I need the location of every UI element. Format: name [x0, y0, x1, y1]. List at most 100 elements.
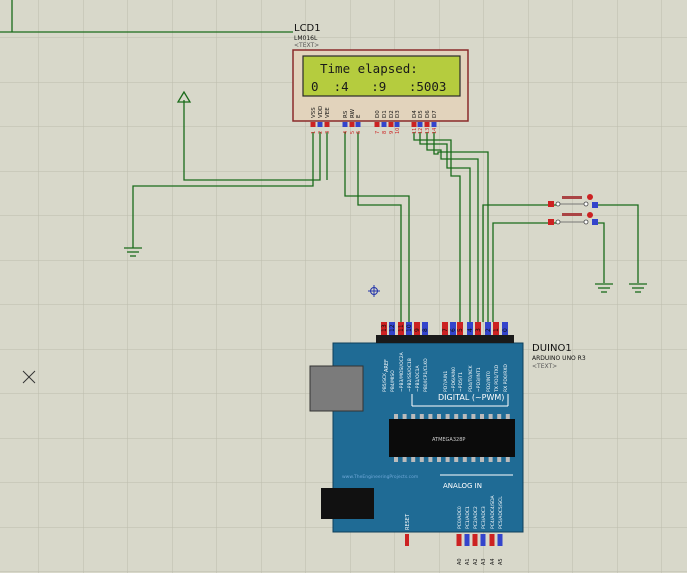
wire-button2-ground	[597, 222, 605, 283]
wire-frame	[0, 0, 293, 33]
analog-pin	[456, 534, 462, 546]
arduino-pin-name: ~PB2/SS/OC1B	[407, 358, 413, 392]
arduino-pin-name: PD7/AIN1	[443, 371, 449, 392]
arduino-pin-name: ~PB3/MOSI/OC2A	[399, 351, 405, 392]
wires	[0, 0, 639, 322]
arduino-pin-number: 1	[493, 328, 500, 332]
lcd-pin	[374, 122, 380, 127]
analog-pin-name: PC0/ADC0	[457, 506, 463, 529]
lcd-component[interactable]: LCD1 LM016L <TEXT> Time elapsed: 0 :4 :9…	[292, 23, 469, 134]
arduino-digital-pin	[475, 322, 481, 335]
analog-pin-number: A2	[473, 558, 479, 565]
analog-pin	[489, 534, 495, 546]
lcd-pin	[349, 122, 355, 127]
arduino-component[interactable]: DUINO1 ARDUINO UNO R3 <TEXT> ATMEGA328P …	[309, 322, 586, 565]
arduino-digital-pin	[442, 322, 448, 335]
arduino-digital-pin	[398, 322, 404, 335]
lcd-pin-number: 14	[432, 128, 438, 134]
arduino-ref-label: DUINO1	[532, 343, 572, 354]
digital-pwm-label: DIGITAL (~PWM)	[438, 393, 504, 402]
lcd-pin-number: 4	[343, 131, 349, 134]
lcd-pin	[388, 122, 394, 127]
arduino-pin-name: ~PD3/INT1	[476, 367, 482, 392]
arduino-pin-number: 2	[485, 328, 492, 332]
arduino-pin-number: 9	[414, 328, 421, 332]
wire-rs	[344, 132, 410, 322]
chip-label: ATMEGA328P	[432, 437, 465, 443]
lcd-pin	[424, 122, 430, 127]
ground-symbol-left	[124, 247, 142, 257]
chip-legs	[394, 414, 510, 462]
arduino-digital-pin	[422, 322, 428, 335]
lcd-pin-number: 9	[389, 131, 395, 134]
lcd-pin	[355, 122, 361, 127]
lcd-pin-name: RS	[343, 110, 349, 118]
arduino-pin-number: 3	[475, 328, 482, 332]
lcd-part-label: LM016L	[294, 35, 318, 42]
reset-label: RESET	[405, 513, 411, 530]
arduino-digital-pin	[414, 322, 420, 335]
lcd-pin	[310, 122, 316, 127]
analog-pin-number: A1	[465, 558, 471, 565]
lcd-pin-name: D0	[375, 110, 381, 118]
lcd-pin-number: 1	[311, 131, 317, 134]
arduino-digital-pin	[493, 322, 499, 335]
lcd-pin-name: D5	[418, 110, 424, 118]
arduino-pin-name: PB4/MISO	[390, 370, 396, 392]
wire-button1	[482, 204, 558, 322]
lcd-screen	[302, 55, 461, 97]
aref-label: AREF	[384, 359, 390, 372]
wire-vdd-power	[183, 100, 321, 181]
arduino-pin-name: PD4/T0/XCK	[468, 364, 474, 392]
wire-d7	[433, 132, 489, 322]
analog-pin-number: A5	[498, 558, 504, 565]
lcd-pin-name: VEE	[325, 107, 331, 118]
lcd-pin	[431, 122, 437, 127]
lcd-pin	[317, 122, 323, 127]
lcd-pin-name: D3	[395, 110, 401, 118]
arduino-digital-pin	[450, 322, 456, 335]
arduino-text-tag: <TEXT>	[532, 363, 557, 370]
wire-button2	[492, 222, 558, 322]
analog-pin	[464, 534, 470, 546]
lcd-pin-number: 5	[350, 131, 356, 134]
lcd-pin-name: E	[356, 114, 362, 118]
lcd-pin-name: D4	[412, 110, 418, 118]
arduino-digital-pin	[485, 322, 491, 335]
lcd-pin-number: 6	[356, 131, 362, 134]
analog-pin-name: PC5/ADC5/SCL	[498, 496, 504, 529]
push-button-1[interactable]	[548, 194, 598, 208]
analog-pin-name: PC1/ADC1	[465, 506, 471, 529]
push-button-2[interactable]	[548, 212, 598, 225]
arduino-digital-pin	[381, 322, 387, 335]
arduino-digital-pin	[467, 322, 473, 335]
lcd-pin-number: 12	[418, 128, 424, 134]
ground-symbol-right-2	[629, 283, 647, 293]
lcd-pin	[324, 122, 330, 127]
digital-header-strip	[376, 335, 514, 343]
arduino-digital-pin	[406, 322, 412, 335]
arduino-pin-name: TX PD1/TXD	[494, 364, 500, 393]
lcd-pin-number: 10	[395, 128, 401, 134]
cross-marker	[22, 370, 36, 384]
lcd-pin-number: 8	[382, 131, 388, 134]
arduino-pin-name: ~PB1/OC1A	[415, 365, 421, 392]
lcd-pin-name: VSS	[311, 107, 317, 118]
lcd-pin-name: D1	[382, 110, 388, 118]
reset-pin	[405, 534, 409, 546]
arduino-pin-number: 10	[406, 324, 413, 332]
analog-in-label: ANALOG IN	[443, 482, 482, 490]
wire-d5	[419, 132, 471, 322]
microcontroller-chip	[389, 419, 515, 457]
arduino-analog-pins: PC0/ADC0A0PC1/ADC1A1PC2/ADC2A2PC3/ADC3A3…	[456, 494, 504, 565]
arduino-pin-name: ~PD6/AIN0	[451, 367, 457, 392]
arduino-pin-number: 8	[422, 328, 429, 332]
lcd-pin-name: RW	[350, 108, 356, 118]
lcd-pin-number: 3	[325, 131, 331, 134]
analog-pin-name: PC3/ADC3	[481, 506, 487, 529]
lcd-pin	[417, 122, 423, 127]
